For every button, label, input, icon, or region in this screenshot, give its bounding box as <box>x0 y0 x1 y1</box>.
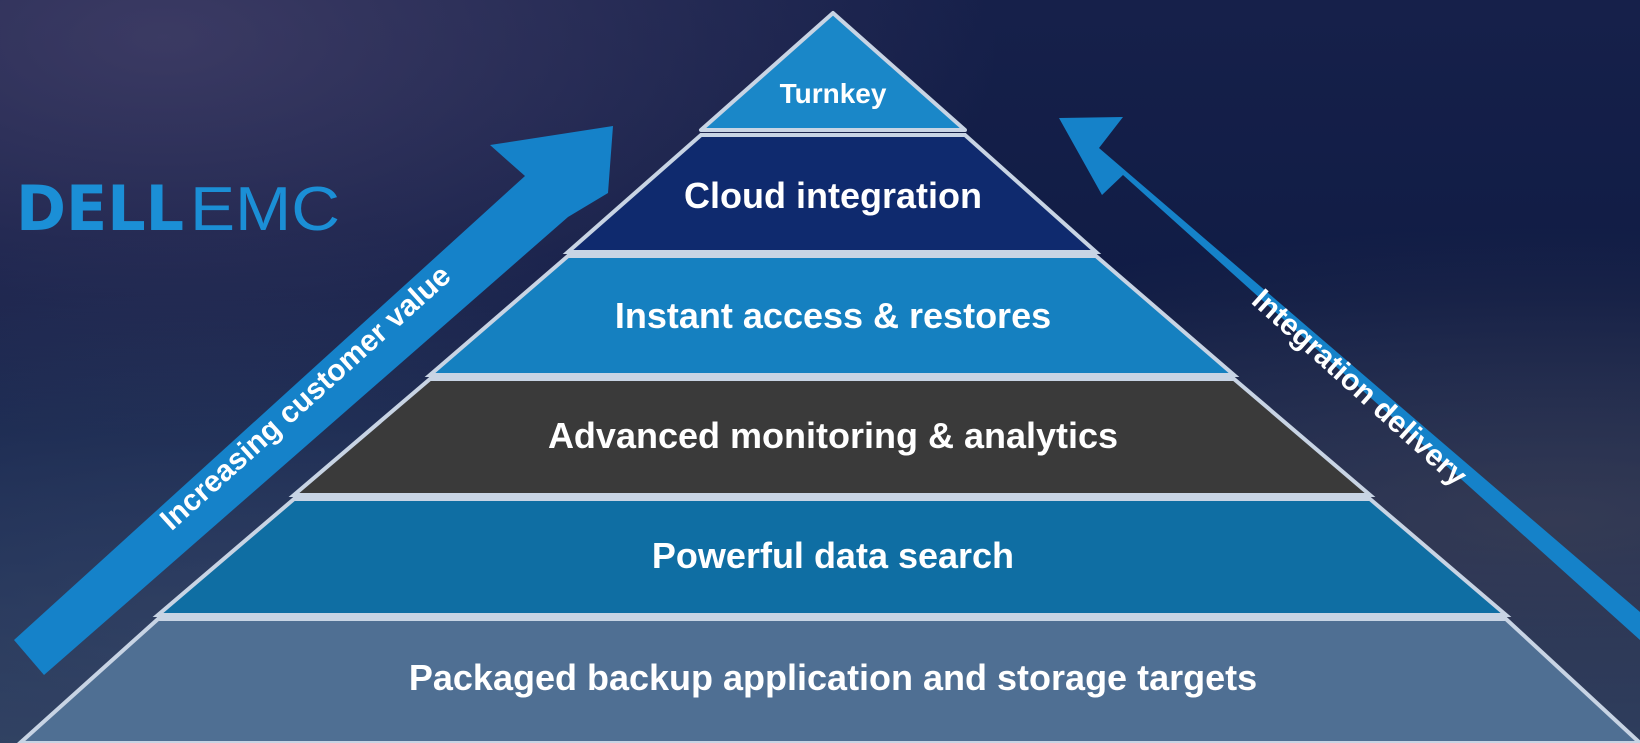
tier-label-packaged-backup: Packaged backup application and storage … <box>409 657 1257 698</box>
tier-label-advanced-monitoring: Advanced monitoring & analytics <box>548 415 1118 456</box>
tier-label-turnkey: Turnkey <box>780 78 887 109</box>
dell-emc-logo: DELL EMC <box>16 172 340 245</box>
logo-brand: DELL <box>16 172 184 245</box>
tier-label-data-search: Powerful data search <box>652 535 1014 576</box>
logo-sub: EMC <box>190 175 340 244</box>
tier-turnkey-shape <box>699 11 967 132</box>
tier-cloud-integration-shape <box>562 133 1102 254</box>
up-left-arrow-icon <box>1059 117 1640 640</box>
pyramid-labels: Turnkey Cloud integration Instant access… <box>409 78 1257 698</box>
up-right-arrow-icon <box>14 126 613 675</box>
pyramid-tiers <box>17 11 1640 743</box>
tier-instant-access-shape <box>424 254 1240 377</box>
tier-advanced-monitoring-shape <box>288 377 1376 497</box>
tier-label-instant-access: Instant access & restores <box>615 295 1051 336</box>
tier-packaged-backup-shape <box>17 617 1640 743</box>
tier-label-cloud-integration: Cloud integration <box>684 175 982 216</box>
tier-data-search-shape <box>152 497 1512 617</box>
